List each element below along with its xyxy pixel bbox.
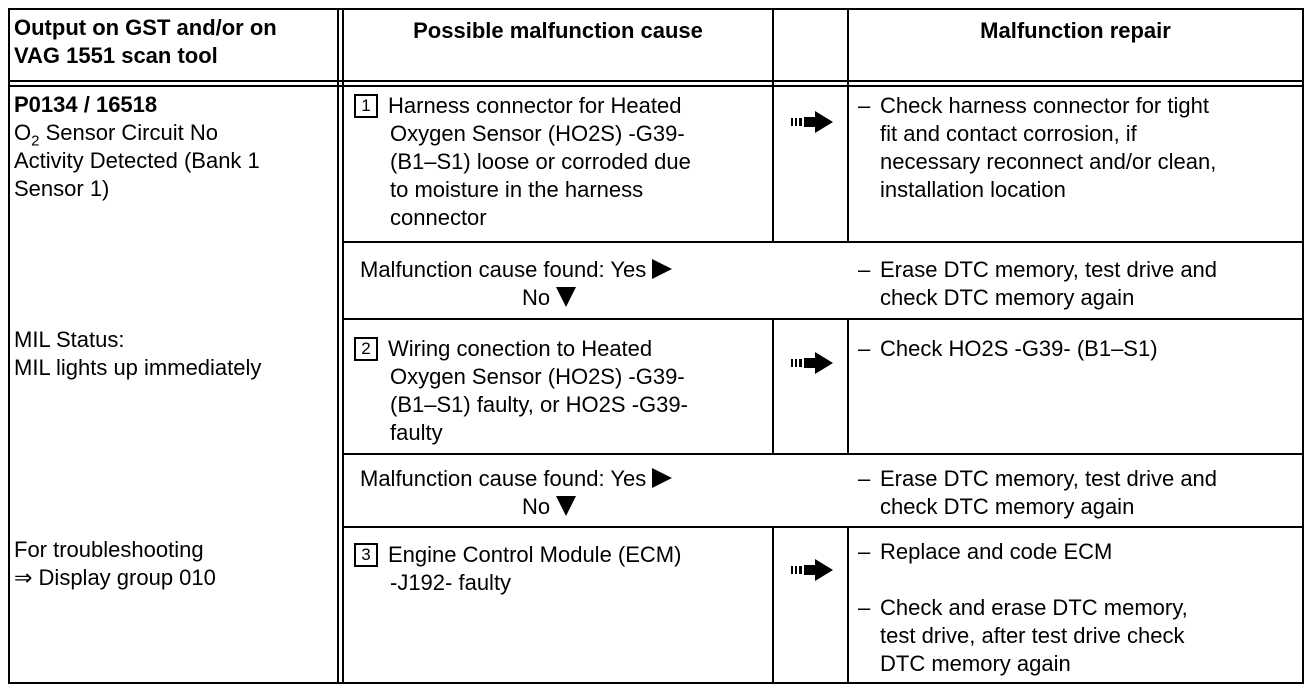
found-row1-no-label: No — [522, 285, 551, 310]
step1-repair-line1: Check harness connector for tight — [880, 93, 1209, 118]
step3-cause-line2: -J192- faulty — [390, 570, 512, 595]
step1-cause-line1: Harness connector for Heated — [388, 93, 682, 118]
step3-repair-a: – Replace and code ECM — [858, 538, 1112, 566]
col1-divider — [337, 8, 339, 684]
step1-cause-line2: Oxygen Sensor (HO2S) -G39- — [390, 121, 685, 146]
dtc-description-line2: Activity Detected (Bank 1 — [14, 148, 260, 173]
step3-cause: 3 Engine Control Module (ECM) -J192- faul… — [354, 541, 681, 597]
header-cause: Possible malfunction cause — [413, 18, 703, 43]
step2-repair-line1: Check HO2S -G39- (B1–S1) — [880, 336, 1158, 361]
border-right — [1302, 8, 1304, 684]
step2-cause-line2: Oxygen Sensor (HO2S) -G39- — [390, 364, 685, 389]
col2-divider-step1 — [772, 86, 774, 242]
dtc-description-line3: Sensor 1) — [14, 176, 110, 201]
found-row1-no: No — [522, 284, 577, 312]
col3-divider-step3 — [847, 526, 849, 684]
border-bottom — [8, 682, 1304, 684]
troubleshooting-note: For troubleshooting ⇒ Display group 010 — [14, 536, 216, 592]
header-output: Output on GST and/or on VAG 1551 scan to… — [14, 14, 277, 70]
dtc-description: O2 Sensor Circuit No Activity Detected (… — [14, 119, 260, 203]
step2-repair-dash: – — [858, 336, 871, 361]
col3-divider-header — [847, 8, 849, 86]
step3-repair-a-line1: Replace and code ECM — [880, 539, 1113, 564]
col2-divider-step3 — [772, 526, 774, 684]
step1-cause-line5: connector — [390, 205, 487, 230]
step2-cause-line3: (B1–S1) faulty, or HO2S -G39- — [390, 392, 688, 417]
o-letter: O — [14, 120, 32, 145]
header-repair: Malfunction repair — [980, 18, 1171, 43]
header-divider — [8, 80, 1304, 82]
step3-repair-b-line1: Check and erase DTC memory, — [880, 595, 1188, 620]
row-divider-2 — [343, 318, 1304, 320]
triangle-down-icon — [556, 496, 577, 516]
step3-repair-b-dash: – — [858, 595, 871, 620]
step3-repair-b-line3: DTC memory again — [880, 651, 1071, 676]
found-row2-repair-line1: Erase DTC memory, test drive and — [880, 466, 1218, 491]
step2-arrow-icon — [791, 352, 833, 374]
border-top — [8, 8, 1304, 10]
triangle-down-icon — [556, 287, 577, 307]
step2-cause-line4: faulty — [390, 420, 443, 445]
col3-divider-step2 — [847, 318, 849, 454]
col3-divider-step1 — [847, 86, 849, 242]
step2-repair: – Check HO2S -G39- (B1–S1) — [858, 335, 1158, 363]
step2-number-box: 2 — [354, 337, 378, 361]
step1-repair-line2: fit and contact corrosion, if — [880, 121, 1137, 146]
step1-repair-line3: necessary reconnect and/or clean, — [880, 149, 1217, 174]
col2-divider-step2 — [772, 318, 774, 454]
step1-repair-dash: – — [858, 93, 871, 118]
row-divider-3 — [343, 453, 1304, 455]
subscript-2: 2 — [31, 132, 40, 150]
found-row1-dash: – — [858, 257, 871, 282]
mil-status-value: MIL lights up immediately — [14, 355, 262, 380]
col2-divider-header — [772, 8, 774, 86]
found-row1-yes: Malfunction cause found: Yes — [360, 256, 673, 284]
step2-cause-line1: Wiring conection to Heated — [388, 336, 653, 361]
found-row1-repair-line1: Erase DTC memory, test drive and — [880, 257, 1218, 282]
step1-cause: 1 Harness connector for Heated Oxygen Sen… — [354, 92, 691, 232]
found-row1-repair: – Erase DTC memory, test drive and check… — [858, 256, 1217, 312]
step1-cause-line3: (B1–S1) loose or corroded due — [390, 149, 691, 174]
found-row1-repair-line2: check DTC memory again — [880, 285, 1135, 310]
dtc-description-line1: O2 Sensor Circuit No — [14, 119, 260, 150]
step3-repair-b-line2: test drive, after test drive check — [880, 623, 1185, 648]
step3-arrow-icon — [791, 559, 833, 581]
step3-repair-a-dash: – — [858, 539, 871, 564]
found-row2-yes-label: Malfunction cause found: Yes — [360, 466, 647, 491]
step1-cause-line4: to moisture in the harness — [390, 177, 644, 202]
header-divider-2 — [8, 85, 1304, 87]
header-output-line1: Output on GST and/or on — [14, 15, 277, 40]
row-divider-4 — [343, 526, 1304, 528]
found-row2-yes: Malfunction cause found: Yes — [360, 465, 673, 493]
dtc-code: P0134 / 16518 — [14, 92, 158, 117]
step1-number-box: 1 — [354, 94, 378, 118]
play-right-icon — [652, 259, 673, 279]
border-left — [8, 8, 10, 684]
troubleshooting-line2: ⇒ Display group 010 — [14, 565, 216, 590]
found-row2-repair-line2: check DTC memory again — [880, 494, 1135, 519]
step1-repair-line4: installation location — [880, 177, 1066, 202]
step3-number-box: 3 — [354, 543, 378, 567]
troubleshooting-line1: For troubleshooting — [14, 537, 204, 562]
mil-status-label: MIL Status: — [14, 327, 125, 352]
found-row2-no-label: No — [522, 494, 551, 519]
header-output-line2: VAG 1551 scan tool — [14, 43, 218, 68]
found-row2-dash: – — [858, 466, 871, 491]
step1-arrow-icon — [791, 111, 833, 133]
step3-repair-b: – Check and erase DTC memory, test drive… — [858, 594, 1188, 678]
col1-divider-2 — [342, 8, 344, 684]
found-row2-repair: – Erase DTC memory, test drive and check… — [858, 465, 1217, 521]
step1-repair: – Check harness connector for tight fit … — [858, 92, 1216, 204]
desc-line1-rest: Sensor Circuit No — [39, 120, 218, 145]
step2-cause: 2 Wiring conection to Heated Oxygen Senso… — [354, 335, 688, 447]
mil-status: MIL Status: MIL lights up immediately — [14, 326, 261, 382]
row-divider-1 — [343, 241, 1304, 243]
step3-cause-line1: Engine Control Module (ECM) — [388, 542, 682, 567]
play-right-icon — [652, 468, 673, 488]
found-row2-no: No — [522, 493, 577, 521]
diagnostic-table: Output on GST and/or on VAG 1551 scan to… — [8, 8, 1304, 684]
found-row1-yes-label: Malfunction cause found: Yes — [360, 257, 647, 282]
